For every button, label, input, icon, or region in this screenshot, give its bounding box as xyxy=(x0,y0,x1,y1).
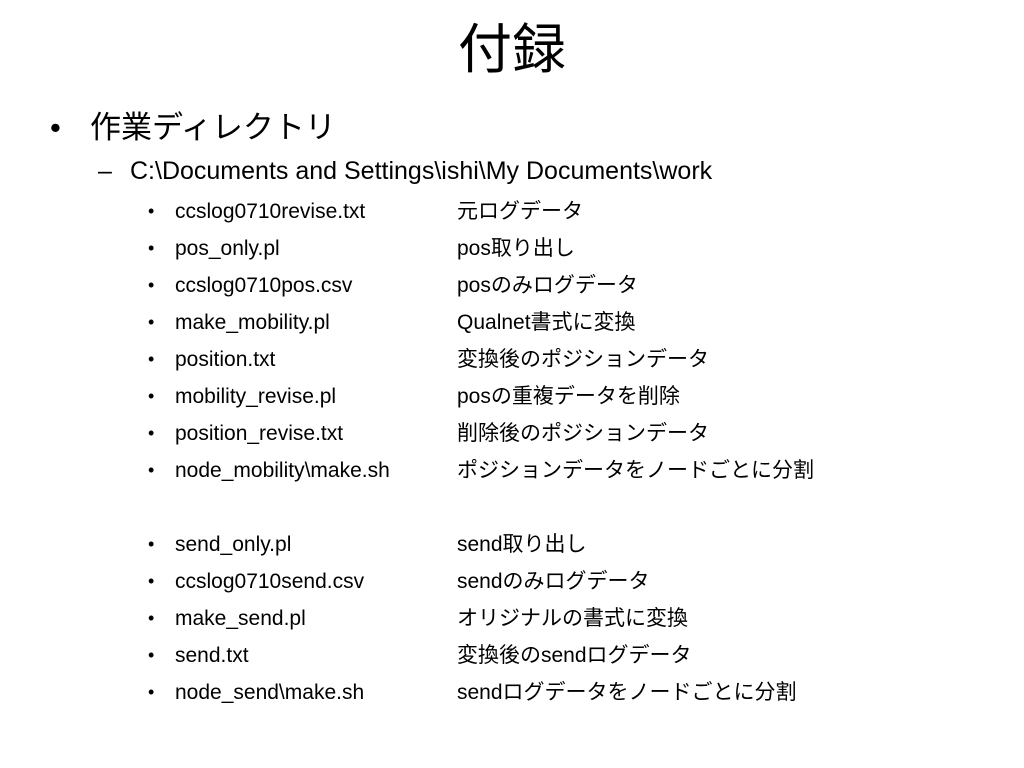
file-name: pos_only.pl xyxy=(175,237,280,260)
file-row: • pos_only.pl pos取り出し xyxy=(148,230,814,267)
file-description: send取り出し xyxy=(457,533,587,556)
file-name: node_mobility\make.sh xyxy=(175,459,390,482)
file-name: ccslog0710send.csv xyxy=(175,570,365,593)
bullet-dot-icon: • xyxy=(148,238,155,258)
file-name: mobility_revise.pl xyxy=(175,385,337,408)
file-row: • position.txt 変換後のポジションデータ xyxy=(148,341,814,378)
file-name: node_send\make.sh xyxy=(175,681,365,704)
file-description: 変換後のsendログデータ xyxy=(457,644,692,667)
bullet-dot-icon: • xyxy=(148,571,155,591)
file-description: posの重複データを削除 xyxy=(457,385,680,408)
file-row: • ccslog0710revise.txt 元ログデータ xyxy=(148,193,814,230)
file-description: sendログデータをノードごとに分割 xyxy=(457,681,797,704)
bullet-dot-icon: • xyxy=(148,275,155,295)
file-name: position.txt xyxy=(175,348,276,371)
file-row: • node_send\make.sh sendログデータをノードごとに分割 xyxy=(148,674,814,711)
bullet-dot-icon: • xyxy=(148,460,155,480)
file-description: pos取り出し xyxy=(457,237,575,260)
file-row: • node_mobility\make.sh ポジションデータをノードごとに分… xyxy=(148,452,814,489)
list-spacer xyxy=(148,489,814,526)
bullet-dot-icon: • xyxy=(148,682,155,702)
file-name: position_revise.txt xyxy=(175,422,344,445)
bullet-dot-icon: • xyxy=(148,349,155,369)
file-description: sendのみログデータ xyxy=(457,570,650,593)
file-list: • ccslog0710revise.txt 元ログデータ • pos_only… xyxy=(148,193,814,711)
file-row: • make_mobility.pl Qualnet書式に変換 xyxy=(148,304,814,341)
slide-title: 付録 xyxy=(458,20,566,80)
path-text: C:\Documents and Settings\ishi\My Docume… xyxy=(130,157,713,185)
file-description: posのみログデータ xyxy=(457,274,638,297)
file-description: 元ログデータ xyxy=(457,200,583,223)
heading-bullet-item: • 作業ディレクトリ xyxy=(50,108,336,148)
bullet-dot-icon: • xyxy=(148,608,155,628)
file-row: • send.txt 変換後のsendログデータ xyxy=(148,637,814,674)
file-description: 変換後のポジションデータ xyxy=(457,348,709,371)
file-description: 削除後のポジションデータ xyxy=(457,422,709,445)
file-row: • ccslog0710send.csv sendのみログデータ xyxy=(148,563,814,600)
path-item: –C:\Documents and Settings\ishi\My Docum… xyxy=(98,154,712,188)
file-row: • make_send.pl オリジナルの書式に変換 xyxy=(148,600,814,637)
bullet-dot-icon: • xyxy=(148,312,155,332)
bullet-dot-icon: • xyxy=(148,201,155,221)
file-row: • mobility_revise.pl posの重複データを削除 xyxy=(148,378,814,415)
file-description: ポジションデータをノードごとに分割 xyxy=(457,459,814,482)
bullet-dot-icon: • xyxy=(148,645,155,665)
file-name: ccslog0710pos.csv xyxy=(175,274,353,297)
file-name: send_only.pl xyxy=(175,533,292,556)
file-name: make_mobility.pl xyxy=(175,311,330,334)
file-row: • position_revise.txt 削除後のポジションデータ xyxy=(148,415,814,452)
file-description: Qualnet書式に変換 xyxy=(457,311,636,334)
bullet-dot-icon: • xyxy=(148,534,155,554)
file-name: make_send.pl xyxy=(175,607,306,630)
bullet-dot-icon: • xyxy=(50,110,61,145)
dash-bullet-icon: – xyxy=(98,157,112,185)
file-description: オリジナルの書式に変換 xyxy=(457,607,688,630)
file-row: • ccslog0710pos.csv posのみログデータ xyxy=(148,267,814,304)
file-row: • send_only.pl send取り出し xyxy=(148,526,814,563)
bullet-dot-icon: • xyxy=(148,423,155,443)
file-name: ccslog0710revise.txt xyxy=(175,200,366,223)
bullet-dot-icon: • xyxy=(148,386,155,406)
heading-text: 作業ディレクトリ xyxy=(90,110,336,145)
file-name: send.txt xyxy=(175,644,249,667)
